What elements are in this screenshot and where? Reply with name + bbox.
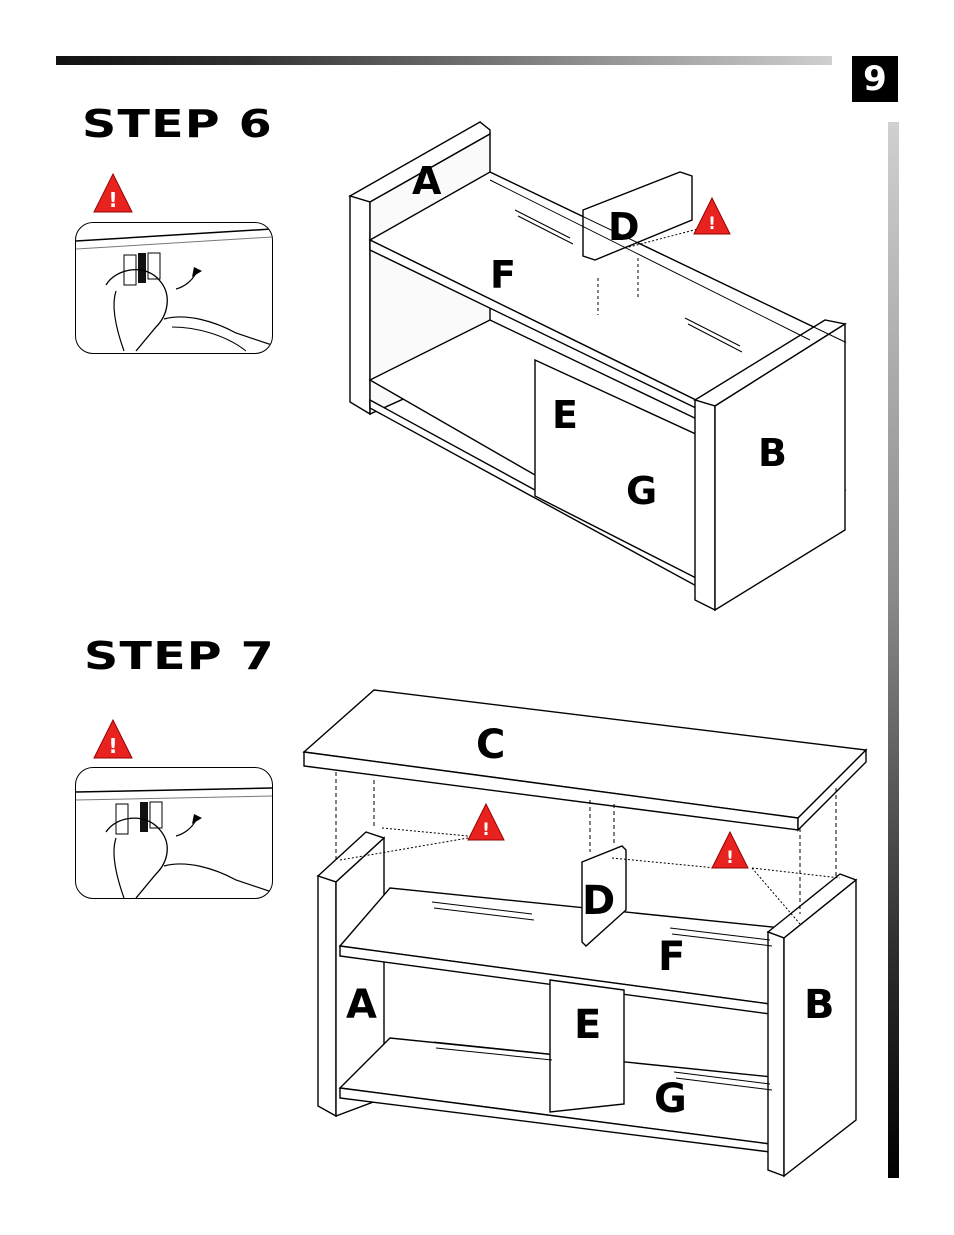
svg-text:!: ! — [108, 188, 117, 212]
label-d: D — [582, 878, 615, 924]
label-d: D — [608, 205, 640, 249]
label-g: G — [654, 1076, 687, 1122]
label-e: E — [552, 393, 578, 437]
page-number: 9 — [852, 56, 898, 102]
step-7-assembly-diagram: ! ! C D F A E G B — [300, 688, 870, 1183]
label-a: A — [412, 159, 442, 203]
svg-text:!: ! — [708, 214, 716, 234]
svg-text:!: ! — [482, 820, 490, 840]
side-gradient-bar — [888, 122, 899, 1178]
label-b: B — [804, 982, 835, 1028]
label-g: G — [626, 469, 657, 513]
step-6-assembly-diagram: ! A F D E G B — [340, 110, 855, 615]
panel-a-front-edge — [350, 196, 370, 414]
label-e: E — [574, 1002, 601, 1048]
svg-text:!: ! — [726, 848, 734, 868]
label-a: A — [346, 982, 377, 1028]
warning-icon: ! — [92, 172, 134, 214]
hand-turning-latch-illustration — [76, 768, 272, 898]
warning-icon: ! — [92, 718, 134, 760]
label-b: B — [758, 431, 787, 475]
label-f: F — [490, 253, 516, 297]
panel-b-front-edge — [695, 400, 715, 610]
panel-b-front-edge — [768, 932, 784, 1176]
svg-text:!: ! — [108, 734, 117, 758]
label-c: C — [476, 722, 505, 768]
step-6-title: STEP 6 — [82, 102, 273, 146]
panel-a-front-edge — [318, 876, 336, 1116]
latch-detail-inset — [75, 222, 273, 354]
header-gradient-bar — [56, 56, 832, 65]
label-f: F — [658, 934, 685, 980]
step-7-title: STEP 7 — [84, 634, 275, 678]
hand-turning-latch-illustration — [76, 223, 272, 353]
latch-detail-inset — [75, 767, 273, 899]
